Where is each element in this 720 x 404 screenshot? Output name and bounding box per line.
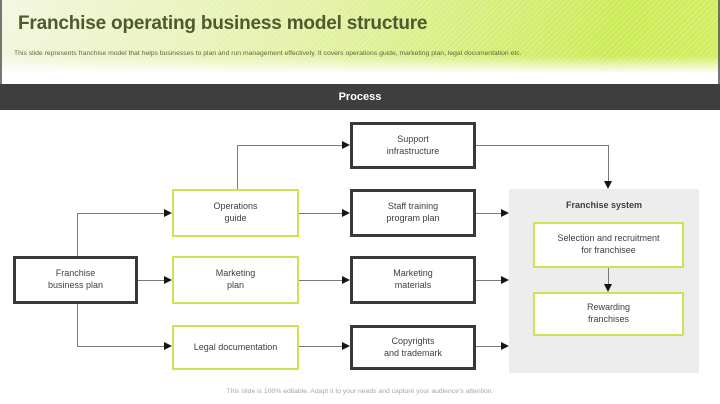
connector-line <box>237 145 238 189</box>
connector-line <box>77 304 78 347</box>
arrowhead-right <box>164 342 172 350</box>
connector-line <box>299 280 342 281</box>
page-subtitle: This slide represents franchise model th… <box>14 50 522 57</box>
connector-line <box>77 346 164 347</box>
connector-line <box>299 213 342 214</box>
box-legal-documentation: Legal documentation <box>172 325 299 370</box>
box-marketing-plan: Marketing plan <box>172 256 299 304</box>
box-rewarding-franchises: Rewarding franchises <box>533 292 684 336</box>
page-title: Franchise operating business model struc… <box>18 13 428 34</box>
box-operations-guide: Operations guide <box>172 189 299 237</box>
arrowhead-right <box>164 276 172 284</box>
connector-line <box>608 268 609 284</box>
header-fade <box>0 56 720 76</box>
arrowhead-down <box>604 181 612 189</box>
connector-line <box>476 213 501 214</box>
franchise-system-panel <box>509 189 699 373</box>
connector-line <box>237 145 342 146</box>
connector-line <box>476 280 501 281</box>
slide-right-edge <box>718 0 720 84</box>
box-support-infrastructure: Support infrastructure <box>350 122 476 169</box>
footer-note: This slide is 100% editable. Adapt it to… <box>226 388 494 395</box>
connector-line <box>608 145 609 181</box>
arrowhead-right <box>501 209 509 217</box>
arrowhead-right <box>501 276 509 284</box>
connector-line <box>138 280 164 281</box>
arrowhead-down <box>604 284 612 292</box>
connector-line <box>299 346 342 347</box>
box-franchise-business-plan: Franchise business plan <box>13 256 138 304</box>
arrowhead-right <box>342 276 350 284</box>
connector-line <box>77 213 78 256</box>
process-section-bar: Process <box>0 84 720 110</box>
connector-line <box>77 213 164 214</box>
arrowhead-right <box>342 141 350 149</box>
franchise-system-title: Franchise system <box>565 200 643 210</box>
arrowhead-right <box>164 209 172 217</box>
arrowhead-right <box>342 342 350 350</box>
arrowhead-right <box>342 209 350 217</box>
arrowhead-right <box>501 342 509 350</box>
box-copyrights-and-trademark: Copyrights and trademark <box>350 325 476 370</box>
slide-left-edge <box>0 0 2 84</box>
connector-line <box>476 145 608 146</box>
box-staff-training-program-plan: Staff training program plan <box>350 189 476 237</box>
box-selection-and-recruitment: Selection and recruitment for franchisee <box>533 222 684 268</box>
connector-line <box>476 346 501 347</box>
box-marketing-materials: Marketing materials <box>350 256 476 304</box>
